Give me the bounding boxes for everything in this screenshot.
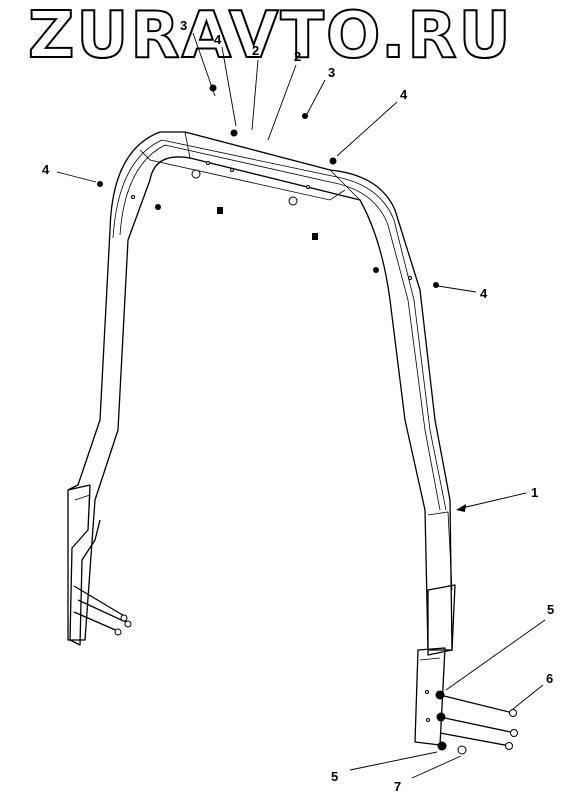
nut-item3-right: [302, 113, 308, 119]
leader-lines: [56, 32, 546, 779]
callout-labels: 1 2 2 3 3 4 4 4 4 5 5 6 7: [42, 18, 554, 794]
callout-7: 7: [394, 779, 401, 794]
right-foot-bolts: [425, 690, 518, 755]
watermark-text: ZURAVTO.RU: [27, 0, 513, 73]
nut-top-right: [312, 233, 318, 240]
washer-item5-lower: [437, 741, 447, 751]
washer-item4-right-side: [433, 282, 439, 288]
bolt-top-right: [288, 196, 298, 206]
left-foot-bolts: [73, 585, 132, 636]
nut-left-side: [155, 204, 161, 210]
callout-3b: 3: [328, 65, 335, 80]
bolt-item6: [509, 709, 517, 717]
callout-2a: 2: [252, 43, 259, 58]
callout-3a: 3: [180, 18, 187, 33]
callout-4b: 4: [400, 87, 408, 102]
washer-item4-right: [329, 157, 337, 165]
washer-item5-upper: [435, 690, 445, 700]
callout-5b: 5: [331, 769, 338, 784]
washer-item4-top: [230, 129, 238, 137]
washer-item4-left: [97, 181, 103, 187]
callout-6: 6: [546, 671, 553, 686]
callout-2b: 2: [294, 49, 301, 64]
callout-4d: 4: [480, 286, 488, 301]
nut-top-left: [217, 207, 223, 214]
callout-5a: 5: [547, 602, 554, 617]
nut-right-side: [373, 267, 379, 273]
callout-4a: 4: [214, 32, 222, 47]
callout-4c: 4: [42, 162, 50, 177]
bolt-top-left: [191, 169, 201, 179]
bolt-item7: [457, 745, 467, 755]
callout-1: 1: [531, 485, 538, 500]
rollover-frame: [67, 131, 456, 746]
